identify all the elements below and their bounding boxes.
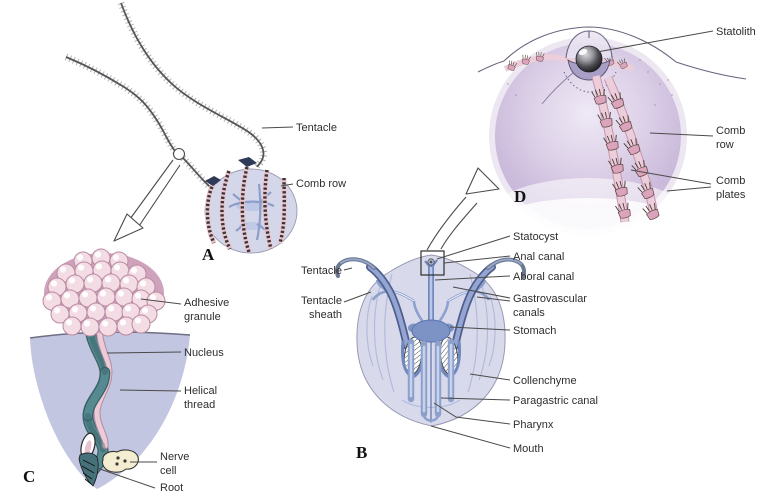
- label-b-mouth: Mouth: [513, 443, 544, 455]
- label-c-nerve-cell: Nerve cell: [160, 451, 190, 478]
- label-c-nucleus: Nucleus: [184, 347, 224, 359]
- label-d-comb-plates: Comb plates: [716, 175, 746, 202]
- colloblast-cone: [30, 332, 190, 489]
- label-b-statocyst: Statocyst: [513, 231, 559, 243]
- tentacle-zoom-circle: [172, 147, 186, 161]
- arrow-to-c: [113, 213, 144, 242]
- sphere-speckles: [507, 59, 673, 106]
- tentacle-sheaths: [335, 257, 527, 350]
- label-b-paragastric-canal: Paragastric canal: [513, 395, 598, 407]
- panel-a-illustration: [64, 1, 298, 254]
- label-d-comb-row: Comb row: [716, 125, 746, 152]
- label-a-tentacle: Tentacle: [296, 122, 337, 134]
- label-b-tentacle-sheath: Tentacle sheath: [301, 295, 342, 322]
- label-c-adhesive-granule: Adhesive granule: [184, 297, 230, 324]
- arrow-to-d: [465, 167, 500, 195]
- label-b-stomach: Stomach: [513, 325, 557, 337]
- tentacles: [64, 1, 267, 193]
- comb-rows-d: [591, 74, 661, 223]
- label-b-tentacle: Tentacle: [301, 265, 342, 277]
- panel-b-illustration: [335, 254, 527, 427]
- panel-letter-c: C: [23, 467, 36, 486]
- label-b-pharynx: Pharynx: [513, 419, 554, 431]
- label-a-comb-row: Comb row: [296, 178, 347, 190]
- zoom-indicators: [113, 147, 500, 276]
- label-b-collenchyme: Collenchyme: [513, 375, 577, 387]
- granule-cluster: [42, 248, 166, 337]
- statocyst-hood: [477, 26, 747, 80]
- pharynx-tubes: [407, 338, 455, 423]
- label-b-gastrovascular-canals: Gastrovascular canals: [513, 293, 587, 320]
- stomach: [408, 319, 454, 343]
- panel-d-illustration: [474, 26, 747, 278]
- panel-letter-d: D: [514, 187, 527, 206]
- label-d-statolith: Statolith: [716, 26, 756, 38]
- panel-letter-b: B: [356, 443, 368, 462]
- statolith: [575, 45, 603, 73]
- nerve-cell: [101, 449, 139, 473]
- panel-letter-a: A: [202, 245, 215, 264]
- panel-c-illustration: [29, 248, 191, 489]
- label-b-anal-canal: Anal canal: [513, 251, 565, 263]
- label-c-root: Root: [160, 482, 184, 494]
- label-c-helical-thread: Helical thread: [184, 385, 218, 412]
- leader-lines: [96, 30, 714, 489]
- label-b-aboral-canal: Aboral canal: [513, 271, 575, 283]
